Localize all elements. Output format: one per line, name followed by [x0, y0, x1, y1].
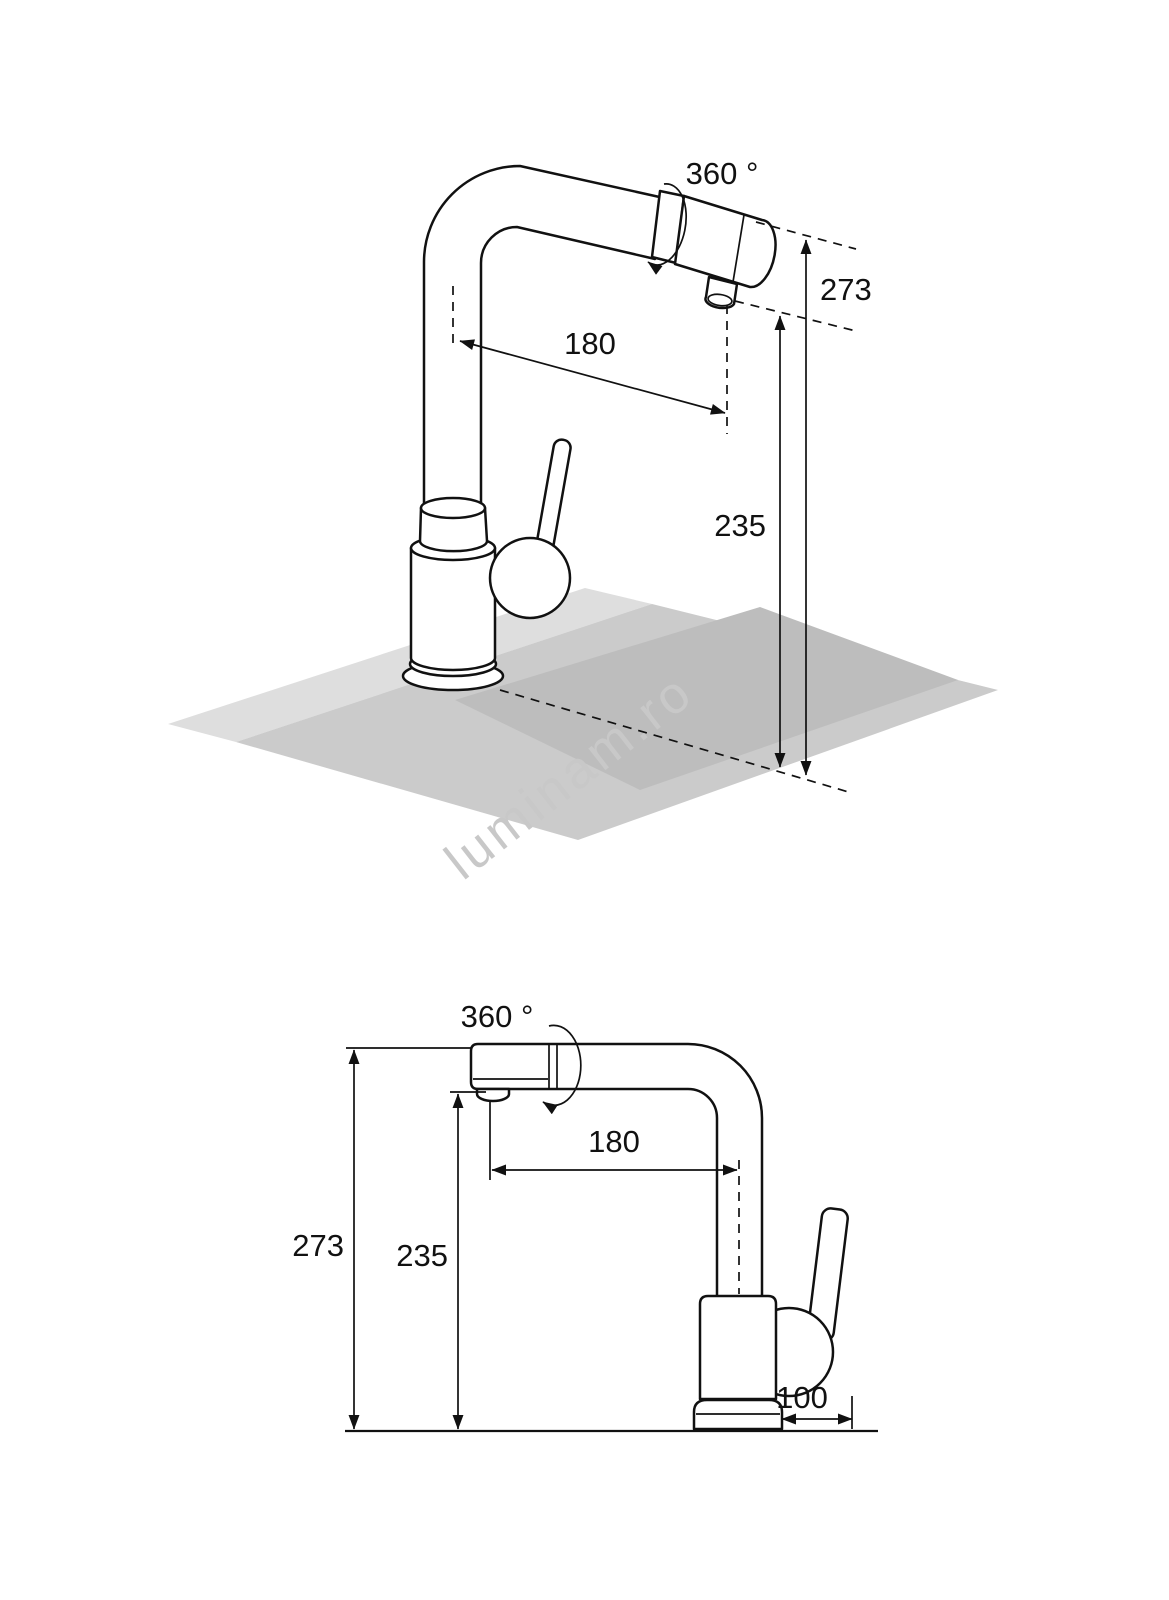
sink-basin — [455, 607, 958, 790]
dim-label-spout-reach: 180 — [564, 326, 616, 361]
dim-label-total-height: 273 — [820, 272, 872, 307]
side-view: 360 ° 273 235 180 100 — [292, 999, 878, 1433]
faucet-body — [409, 546, 497, 672]
rotation-label: 360 ° — [686, 156, 759, 191]
handle-sphere — [488, 536, 572, 620]
faucet-collar — [418, 506, 489, 553]
dim-label-spout-reach: 180 — [588, 1124, 640, 1159]
dim-line-spout-reach — [459, 339, 726, 415]
spout-plane-dashed-line — [734, 300, 857, 332]
spout-pipe — [469, 1042, 764, 1299]
iso-view: 360 ° 273 235 180 luminam.ro — [168, 156, 998, 891]
spout-nozzle — [475, 1087, 511, 1103]
spout-nozzle — [704, 275, 739, 310]
top-plane-dashed-line — [755, 221, 857, 250]
spout-nozzle-opening — [707, 293, 733, 307]
rotation-label: 360 ° — [461, 999, 534, 1034]
spout-head-cap-line — [732, 214, 745, 283]
dim-label-total-height: 273 — [292, 1228, 344, 1263]
dim-label-base-depth: 100 — [776, 1380, 828, 1415]
spout-head — [673, 194, 777, 289]
rotation-arc-icon — [647, 183, 687, 275]
dim-label-spout-height: 235 — [396, 1238, 448, 1273]
spout-pipe — [422, 164, 666, 514]
faucet-body — [698, 1294, 778, 1401]
sink-plane-dashed-line — [499, 689, 853, 794]
rotation-arc-icon — [542, 1024, 582, 1115]
dim-label-spout-height: 235 — [714, 508, 766, 543]
faucet-collar-top — [419, 496, 487, 520]
